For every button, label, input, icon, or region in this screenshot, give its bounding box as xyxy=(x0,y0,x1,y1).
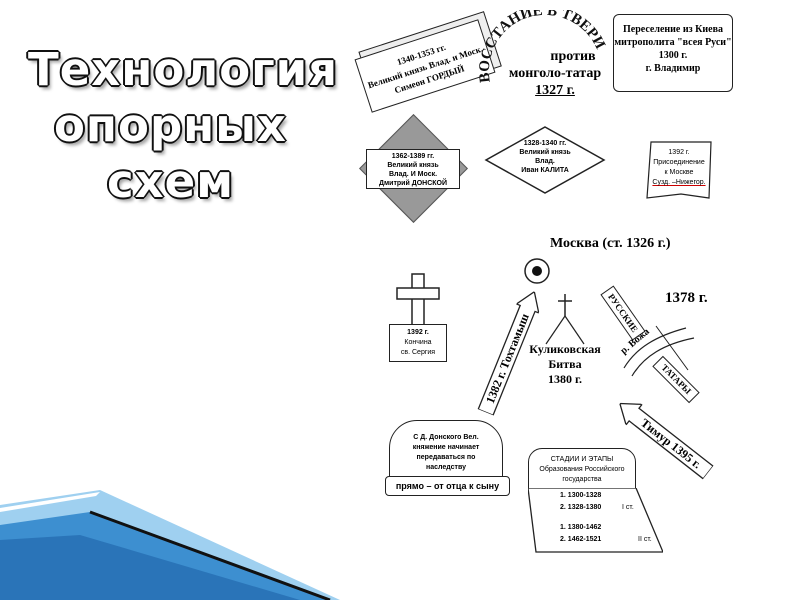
battle-lines xyxy=(545,294,585,345)
kalita-land: Влад. xyxy=(535,158,555,165)
sergius-name: св. Сергия xyxy=(400,349,436,356)
kalita-diamond: 1328-1340 гг. Великий князь Влад. Иван К… xyxy=(484,125,606,195)
stage-item: 1. 1300-1328 xyxy=(560,492,602,499)
donskoy-land: Влад. И Моск. xyxy=(388,171,438,178)
simeon-box: 1340-1353 гг. Великий князь Влад. и Моск… xyxy=(354,11,502,113)
kulikovo-label: Куликовская Битва 1380 г. xyxy=(522,342,608,387)
title-line-1: Технология xyxy=(28,43,339,96)
moscow-label: Москва (ст. 1326 г.) xyxy=(550,236,671,251)
suzdal-year: 1392 г. xyxy=(668,149,690,156)
moscow-symbol-icon xyxy=(524,258,550,284)
stages-box: СТАДИИ И ЭТАПЫ Образования Российского г… xyxy=(528,448,663,554)
kalita-years: 1328-1340 гг. xyxy=(523,140,567,147)
kiev-box: Переселение из Киева митрополита "всея Р… xyxy=(613,14,733,92)
kulikovo-line-1: Куликовская xyxy=(529,342,601,356)
sergius-event: Кончина xyxy=(404,339,432,346)
succession-line-1: С Д. Донского Вел. xyxy=(413,434,479,441)
timur-arrow: Тимур 1395 г. xyxy=(612,393,716,482)
succession-banner: прямо – от отца к сыну xyxy=(385,476,510,496)
page-title: Технология опорных схем xyxy=(28,42,339,210)
stage-item: 2. 1328-1380 xyxy=(560,504,602,511)
uprising-year: 1327 г. xyxy=(535,83,575,98)
succession-line-4: наследству xyxy=(426,464,466,471)
sergius-year: 1392 г. xyxy=(407,329,429,336)
stage-item: 1. 1380-1462 xyxy=(560,524,602,531)
title-line-2: опорных xyxy=(54,99,287,152)
succession-line-3: передаваться по xyxy=(416,454,476,461)
kiev-year: 1300 г. xyxy=(658,50,688,61)
year-1378: 1378 г. xyxy=(665,290,708,306)
kalita-title: Великий князь xyxy=(519,149,571,156)
kiev-city: г. Владимир xyxy=(645,63,701,74)
stages-head-1: СТАДИИ И ЭТАПЫ xyxy=(550,456,614,463)
donskoy-title: Великий князь xyxy=(387,162,439,169)
succession-group: С Д. Донского Вел. княжение начинает пер… xyxy=(385,420,510,500)
stage-item: 2. 1462-1521 xyxy=(560,536,602,543)
kulikovo-line-2: Битва xyxy=(548,357,582,371)
suzdal-action: Присоединение xyxy=(653,159,705,166)
sergius-box: 1392 г. Кончина св. Сергия xyxy=(389,324,447,362)
kulikovo-year: 1380 г. xyxy=(547,372,583,386)
succession-line-2: княжение начинает xyxy=(412,444,480,451)
kiev-line-2: митрополита "всея Руси" xyxy=(614,37,732,48)
donskoy-years: 1362-1389 гг. xyxy=(391,153,435,160)
suzdal-box: 1392 г. Присоединение к Москве Сузд. –Ни… xyxy=(645,140,713,200)
stage-label: I ст. xyxy=(622,504,634,511)
tokhtamysh-arrow: 1382 г. Тохтамыш xyxy=(475,287,546,417)
suzdal-name: Сузд. –Нижегор. xyxy=(652,179,706,186)
stages-head-2: Образования Российского xyxy=(539,466,625,473)
uprising-mongols: монголо-татар xyxy=(508,66,602,81)
uprising-against: против xyxy=(550,49,596,64)
cross-icon xyxy=(396,273,440,326)
decorative-stripes xyxy=(0,490,340,600)
kalita-name: Иван КАЛИТА xyxy=(521,167,569,174)
uprising-arc: ВОССТАНИЕ В ТВЕРИ xyxy=(478,10,608,83)
suzdal-to: к Москве xyxy=(664,169,694,176)
vozha-river xyxy=(623,325,695,377)
stages-head-3: государства xyxy=(562,476,602,483)
kiev-line-1: Переселение из Киева xyxy=(623,24,723,35)
donskoy-name: Дмитрий ДОНСКОЙ xyxy=(378,180,447,187)
donskoy-diamond: 1362-1389 гг. Великий князь Влад. И Моск… xyxy=(359,114,468,223)
uprising-text: против монголо-татар 1327 г. xyxy=(490,48,620,99)
stage-label: II ст. xyxy=(638,536,652,543)
title-line-3: схем xyxy=(106,155,234,208)
